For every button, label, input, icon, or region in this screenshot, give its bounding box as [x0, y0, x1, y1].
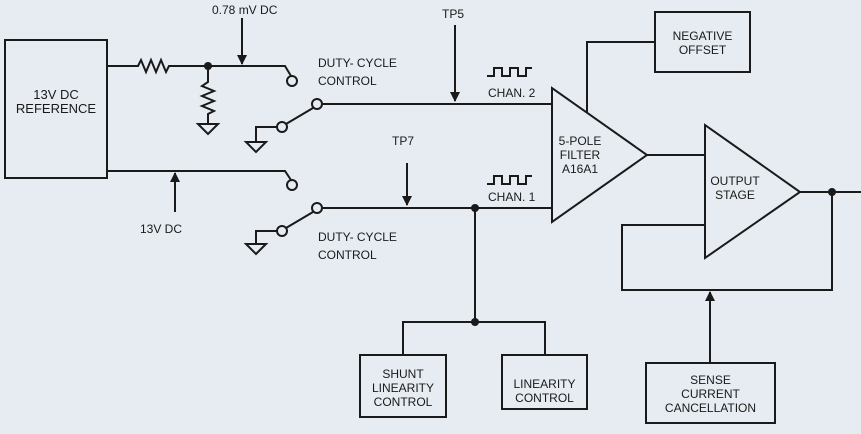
duty-cycle-top-line2: CONTROL [318, 74, 377, 88]
linearity-control-line1: LINEARITY [513, 377, 576, 391]
linearity-control-line2: CONTROL [515, 391, 574, 405]
duty-cycle-top-line1: DUTY- CYCLE [318, 56, 397, 70]
output-stage-label: OUTPUT STAGE [700, 174, 770, 202]
negative-offset-label: NEGATIVE OFFSET [655, 29, 750, 57]
shunt-linearity-line3: CONTROL [373, 395, 433, 409]
duty-cycle-bottom-line2: CONTROL [318, 248, 377, 262]
negative-offset-box [654, 11, 751, 73]
linearity-branch [402, 321, 546, 355]
shunt-linearity-line2: LINEARITY [371, 381, 434, 395]
tp7-label: TP7 [392, 134, 415, 148]
switch-pivot-top [311, 98, 323, 110]
chan1-label: CHAN. 1 [488, 190, 536, 204]
negative-offset-line2: OFFSET [678, 43, 727, 57]
ground-symbol-top [195, 123, 221, 136]
ref-output-label: 0.78 mV DC [212, 3, 278, 17]
shunt-linearity-box [359, 354, 447, 418]
wire-to-switch-top [208, 65, 292, 77]
switch-contact-bottom-b [276, 225, 288, 237]
ground-wire-bottom [255, 230, 277, 244]
switch-blade-bottom [285, 211, 314, 229]
ground-symbol-switch-top [243, 141, 269, 154]
ref-13v-label: 13V DC [140, 222, 183, 236]
reference-label-line1: 13V DC [33, 87, 79, 102]
ground-symbol-switch-bottom [243, 243, 269, 256]
duty-cycle-bottom-line1: DUTY- CYCLE [318, 230, 397, 244]
output-stage-triangle [704, 123, 802, 260]
filter-triangle [551, 86, 649, 224]
linearity-control-box [501, 354, 588, 410]
shunt-linearity-line1: SHUNT [382, 367, 424, 381]
sense-current-line2: CURRENT [681, 387, 740, 401]
ground-wire-top [255, 126, 277, 142]
ref-bottom-wire [107, 170, 292, 181]
filter-label-line1: 5-POLE [558, 134, 602, 148]
switch-contact-bottom-a [286, 179, 298, 191]
tp5-label: TP5 [442, 7, 465, 21]
reference-label: 13V DC REFERENCE [5, 88, 107, 116]
switch-contact-top-b [276, 121, 288, 133]
sense-current-line1: SENSE [690, 373, 731, 387]
switch-blade-top [285, 107, 314, 125]
output-stage-line1: OUTPUT [710, 174, 760, 188]
pulse-chan2 [487, 67, 532, 77]
pulse-chan1 [487, 175, 532, 185]
switch-pivot-bottom [311, 202, 323, 214]
duty-cycle-bottom-label: DUTY- CYCLE CONTROL [318, 230, 397, 262]
linearity-control-label: LINEARITY CONTROL [502, 377, 587, 405]
shunt-linearity-label: SHUNT LINEARITY CONTROL [360, 367, 446, 409]
shunt-resistor [199, 66, 217, 124]
reference-box [4, 39, 108, 179]
filter-label-line3: A16A1 [561, 162, 599, 176]
reference-label-line2: REFERENCE [15, 101, 97, 116]
switch-contact-top-a [286, 75, 298, 87]
sense-current-line3: CANCELLATION [664, 401, 757, 415]
sense-current-box [645, 362, 776, 424]
filter-label-line2: FILTER [559, 148, 601, 162]
chan2-label: CHAN. 2 [488, 86, 536, 100]
output-stage-line2: STAGE [715, 188, 755, 202]
feedback-loop [621, 192, 833, 291]
negative-offset-line1: NEGATIVE [672, 29, 733, 43]
duty-cycle-top-label: DUTY- CYCLE CONTROL [318, 56, 397, 88]
filter-label: 5-POLE FILTER A16A1 [548, 134, 612, 176]
ref-top-wire [107, 57, 208, 75]
sense-current-label: SENSE CURRENT CANCELLATION [646, 373, 775, 415]
offset-wire [586, 41, 655, 113]
